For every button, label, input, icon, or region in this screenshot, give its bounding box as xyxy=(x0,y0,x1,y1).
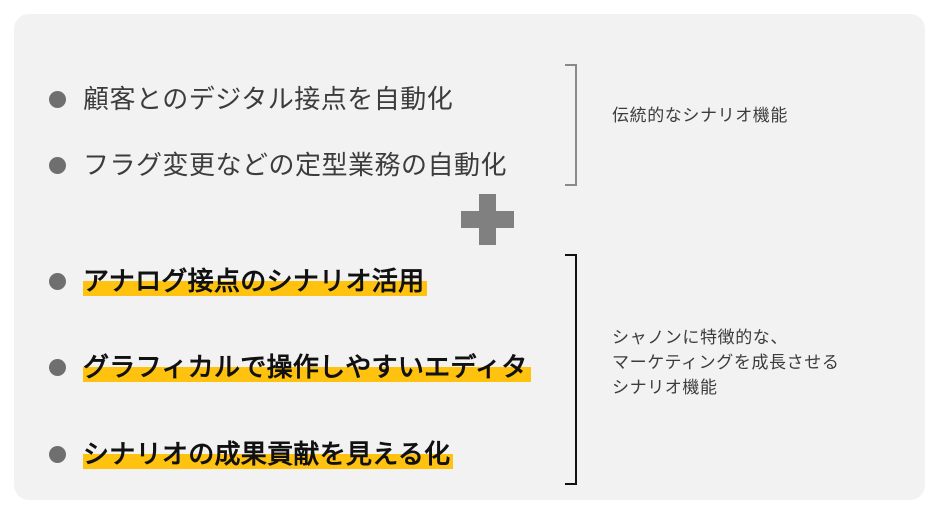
bullet-text-wrap: アナログ接点のシナリオ活用 xyxy=(83,264,428,298)
bullet-label-traditional-2: フラグ変更などの定型業務の自動化 xyxy=(83,150,508,180)
bullet-label-traditional-1: 顧客とのデジタル接点を自動化 xyxy=(83,84,454,114)
list-item: シナリオの成果貢献を見える化 xyxy=(49,437,454,471)
bullet-text-wrap: 顧客とのデジタル接点を自動化 xyxy=(83,82,453,116)
plus-icon-vertical-bar xyxy=(479,194,496,245)
bullet-label-shanon-3: シナリオの成果貢献を見える化 xyxy=(83,439,451,469)
list-item: フラグ変更などの定型業務の自動化 xyxy=(49,148,507,182)
bullet-dot-icon xyxy=(49,272,66,290)
bullet-dot-icon xyxy=(49,445,66,463)
bullet-text-wrap: フラグ変更などの定型業務の自動化 xyxy=(83,148,507,182)
list-item: 顧客とのデジタル接点を自動化 xyxy=(49,82,453,116)
content-card: 顧客とのデジタル接点を自動化 フラグ変更などの定型業務の自動化 伝統的なシナリオ… xyxy=(14,14,925,500)
bracket-shanon xyxy=(565,254,577,485)
bullet-text-wrap: グラフィカルで操作しやすいエディタ xyxy=(83,350,531,384)
list-item: アナログ接点のシナリオ活用 xyxy=(49,264,428,298)
plus-icon xyxy=(461,194,514,245)
bullet-label-shanon-1: アナログ接点のシナリオ活用 xyxy=(83,266,425,296)
bullet-dot-icon xyxy=(49,156,66,174)
group-label-shanon: シャノンに特徴的な、 マーケティングを成長させる シナリオ機能 xyxy=(612,328,840,397)
bullet-label-shanon-2: グラフィカルで操作しやすいエディタ xyxy=(83,352,528,382)
highlight-bar xyxy=(83,281,428,296)
bracket-traditional xyxy=(565,64,577,186)
highlight-bar xyxy=(83,454,454,469)
list-item: グラフィカルで操作しやすいエディタ xyxy=(49,350,531,384)
highlight-bar xyxy=(83,367,531,382)
bullet-text-wrap: シナリオの成果貢献を見える化 xyxy=(83,437,454,471)
bullet-dot-icon xyxy=(49,358,66,376)
bullet-dot-icon xyxy=(49,90,66,108)
group-label-traditional: 伝統的なシナリオ機能 xyxy=(612,106,788,125)
